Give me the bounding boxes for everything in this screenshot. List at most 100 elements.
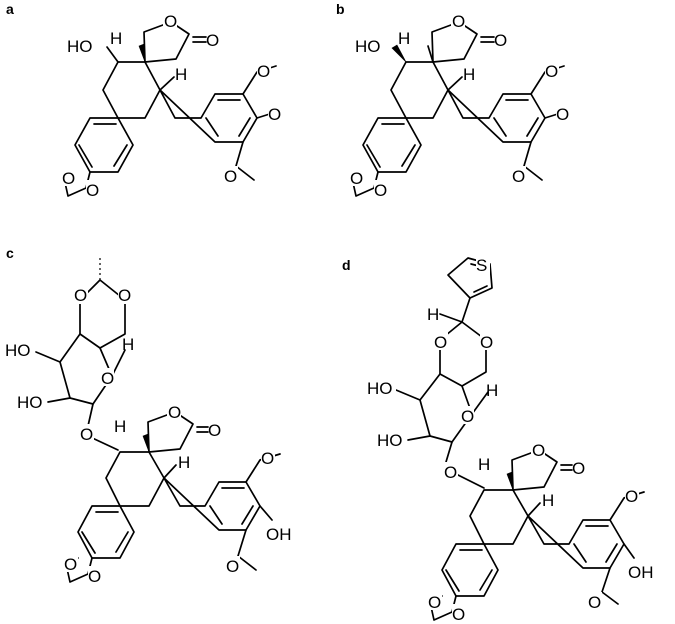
aryl-double xyxy=(209,487,254,525)
methoxy-oxygen-a1: O xyxy=(257,62,270,81)
panel-b: b HO H H O O O O O O O xyxy=(336,1,570,200)
sugar-oh1-bond xyxy=(395,389,421,401)
pyranose-oxygen-d: O xyxy=(461,407,474,426)
ring-oxygen-c: O xyxy=(168,403,181,422)
hydrogen-d1: H xyxy=(478,455,490,474)
sugar-hydroxyl-c2: HO xyxy=(17,393,43,412)
ring-b xyxy=(74,117,134,173)
glycosidic-oxygen-c: O xyxy=(80,425,93,444)
hydroxyl-b: HO xyxy=(355,37,381,56)
h2-bond xyxy=(527,502,541,517)
sugar-hydrogen-d: H xyxy=(486,381,498,400)
methoxy-oxygen-d1: O xyxy=(625,487,638,506)
methoxy-oxygen-c2: O xyxy=(226,557,239,576)
methoxy-oxygen-a3: O xyxy=(224,167,237,186)
molecule-b xyxy=(351,21,565,197)
ring-oxygen-d: O xyxy=(532,441,545,460)
dioxole-oxygen-b2: O xyxy=(374,181,387,200)
dioxole-oxygen-a1: O xyxy=(62,169,75,188)
panel-label-d: d xyxy=(342,257,351,273)
hydrogen-c1: H xyxy=(114,417,126,436)
ring-oxygen-b: O xyxy=(452,12,465,31)
carbonyl-bond xyxy=(480,36,495,43)
aryl-double xyxy=(573,525,618,563)
sugar-oh2-bond xyxy=(47,397,71,403)
acetal-oxygen-c2: O xyxy=(118,286,131,305)
dioxole-oxygen-d1: O xyxy=(428,593,441,612)
methoxy-oxygen-b1: O xyxy=(545,62,558,81)
carbonyl-oxygen-c: O xyxy=(208,421,221,440)
sugar-oh2-bond xyxy=(407,435,431,441)
acetal-oxygen-c1: O xyxy=(74,286,87,305)
acetal-hydrogen-d: H xyxy=(427,305,439,324)
aryl-ring xyxy=(527,515,625,569)
panel-label-b: b xyxy=(336,1,345,17)
glyco-bond xyxy=(445,441,453,463)
aryl-ring xyxy=(163,477,261,531)
methoxy-oxygen-d2: O xyxy=(588,593,601,612)
phenol-d: OH xyxy=(628,563,654,582)
hydrogen-b1: H xyxy=(398,29,410,48)
ring-b xyxy=(362,117,422,173)
ring-b-double xyxy=(445,549,493,592)
hydrogen-a1: H xyxy=(110,29,122,48)
oh-bond xyxy=(106,46,119,63)
ring-b-double xyxy=(366,123,416,168)
ring-c xyxy=(390,61,449,119)
substituent-bonds xyxy=(601,491,645,605)
h2-bond xyxy=(163,464,177,479)
hydrogen-b2: H xyxy=(463,65,475,84)
aryl-double xyxy=(493,99,539,137)
acetal-h-bond xyxy=(439,313,463,323)
pyranose-oxygen-c: O xyxy=(101,369,114,388)
methoxy-oxygen-b2: O xyxy=(556,105,569,124)
ring-b xyxy=(77,505,135,559)
thiophene-link xyxy=(461,297,471,323)
wedge-h1 xyxy=(138,43,146,63)
ring-b xyxy=(441,543,499,597)
aryl-ring xyxy=(159,89,258,143)
thiophene-sulfur-d: S xyxy=(476,256,487,275)
dioxole-oxygen-d2: O xyxy=(452,605,465,624)
methoxy-oxygen-c1: O xyxy=(261,449,274,468)
methoxy-oxygen-b3: O xyxy=(512,167,525,186)
hydrogen-a2: H xyxy=(175,65,187,84)
glycosidic-oxygen-d: O xyxy=(444,463,457,482)
ring-oxygen-a: O xyxy=(164,12,177,31)
hydrogen-c2: H xyxy=(178,453,190,472)
h2-bond xyxy=(159,76,175,91)
carbonyl-bond xyxy=(196,426,209,433)
sugar-oh1-bond xyxy=(35,351,61,363)
glyco-bond xyxy=(87,403,94,427)
substituent-bonds xyxy=(237,453,281,571)
carbonyl-bond xyxy=(560,464,573,471)
ring-c xyxy=(105,451,165,507)
molecule-c xyxy=(35,258,281,583)
sugar-h-bond xyxy=(471,391,489,415)
aryl-double xyxy=(205,99,251,137)
panel-label-a: a xyxy=(6,1,14,17)
dioxole-oxygen-a2: O xyxy=(86,181,99,200)
sugar-hydroxyl-c1: HO xyxy=(5,341,31,360)
glyco-link xyxy=(455,473,485,489)
sugar-hydroxyl-d2: HO xyxy=(377,431,403,450)
ring-c xyxy=(469,489,529,545)
sugar-h-bond xyxy=(111,349,126,377)
panel-d: d xyxy=(342,256,654,624)
acetal-oxygen-d1: O xyxy=(434,333,447,352)
h2-bond xyxy=(447,76,463,91)
panel-a: a HO H H O O O O xyxy=(6,1,282,200)
dioxole-oxygen-c2: O xyxy=(88,567,101,586)
wedge-oh xyxy=(391,44,407,63)
ring-b-double xyxy=(78,123,128,168)
carbonyl-bond xyxy=(192,36,207,43)
ring-b-double xyxy=(81,511,129,554)
carbonyl-oxygen-d: O xyxy=(572,459,585,478)
wedge-h1 xyxy=(506,471,514,491)
panel-label-c: c xyxy=(6,245,14,261)
dioxane-ring xyxy=(439,321,487,387)
hydrogen-d2: H xyxy=(542,491,554,510)
acetal-oxygen-d2: O xyxy=(480,333,493,352)
thiophene-ring xyxy=(447,257,493,299)
